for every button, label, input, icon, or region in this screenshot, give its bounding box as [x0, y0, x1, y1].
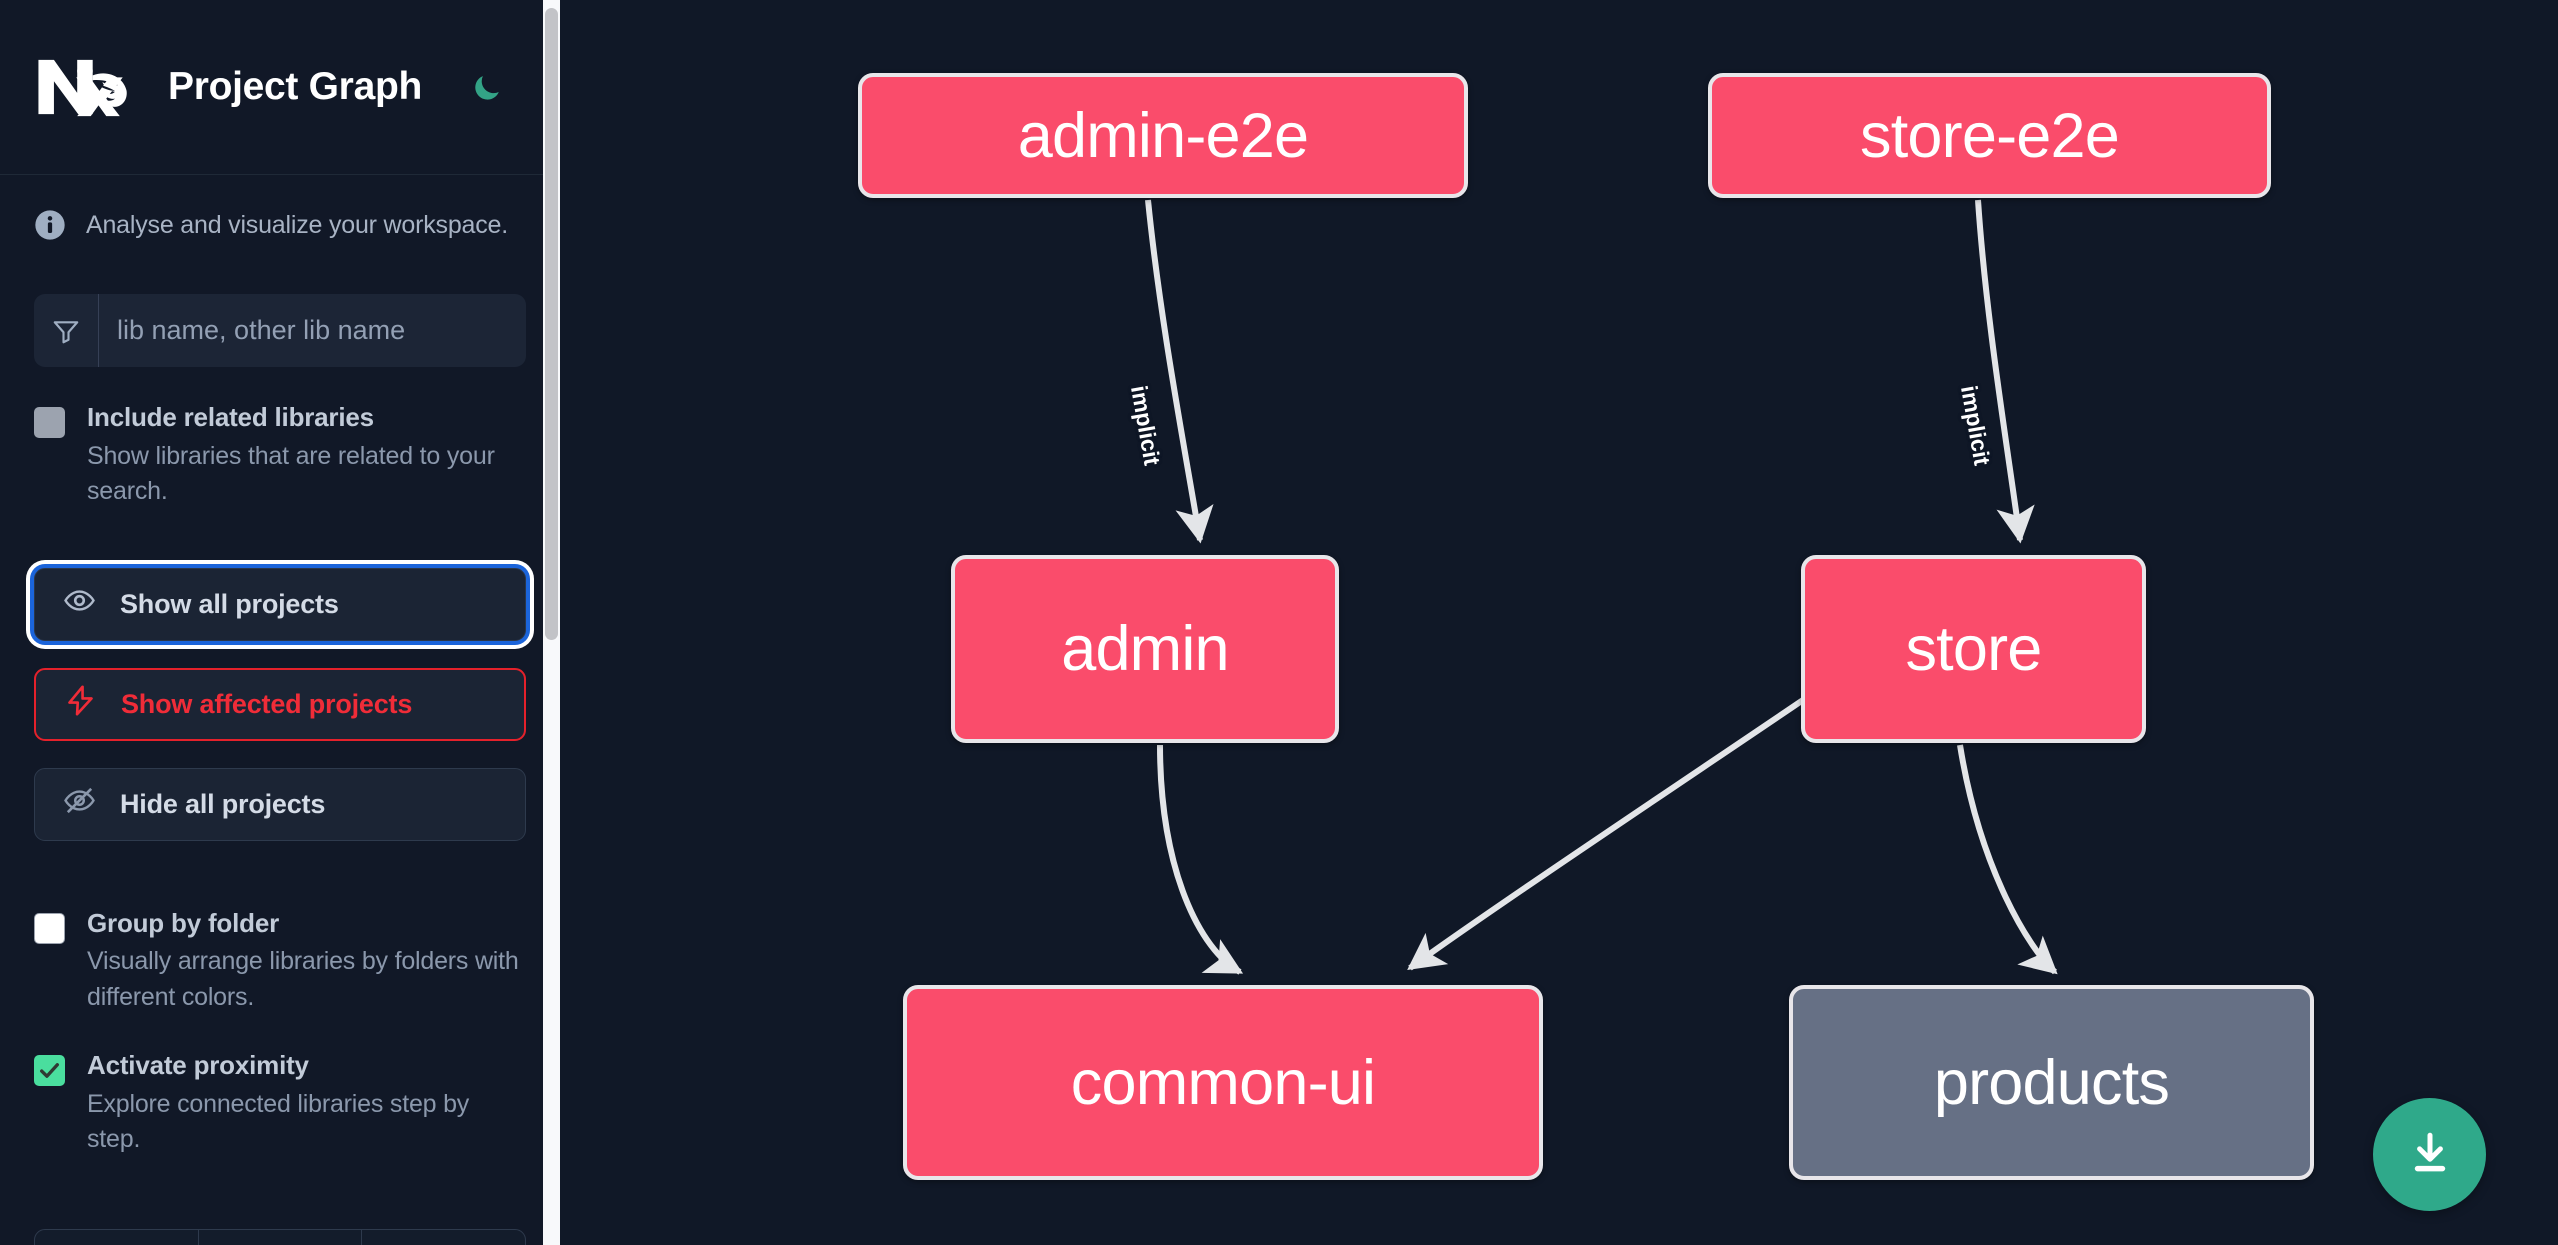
- checkbox-box[interactable]: [34, 1055, 65, 1086]
- edge-store-e2e-store: [1975, 199, 2035, 544]
- lightning-bolt-icon: [64, 684, 97, 724]
- filter-funnel-icon: [34, 294, 99, 367]
- show-affected-projects-label: Show affected projects: [121, 688, 413, 719]
- checkbox-description: Visually arrange libraries by folders wi…: [87, 947, 519, 1011]
- graph-node-label: common-ui: [1070, 1047, 1376, 1118]
- sidebar-header: Project Graph: [0, 0, 560, 175]
- spacer: [34, 841, 526, 873]
- edge-store-common-ui: [1407, 697, 1805, 971]
- show-all-projects-label: Show all projects: [120, 588, 339, 619]
- graph-node-admin[interactable]: admin: [951, 555, 1339, 743]
- check-icon: [40, 1063, 59, 1078]
- download-icon: [2405, 1128, 2455, 1181]
- page-title: Project Graph: [168, 65, 422, 108]
- checkbox-box[interactable]: [34, 912, 65, 944]
- show-affected-projects-button[interactable]: Show affected projects: [34, 667, 526, 741]
- graph-node-common-ui[interactable]: common-ui: [903, 985, 1543, 1180]
- graph-node-label: admin-e2e: [1017, 100, 1309, 171]
- checkbox-label: Activate proximity: [87, 1050, 309, 1080]
- eye-icon: [63, 584, 96, 624]
- hide-all-projects-label: Hide all projects: [120, 788, 326, 819]
- checkbox-activate-proximity[interactable]: Activate proximity Explore connected lib…: [34, 1049, 526, 1158]
- checkbox-label: Group by folder: [87, 907, 280, 938]
- graph-node-admin-e2e[interactable]: admin-e2e: [858, 73, 1468, 198]
- tagline-text: Analyse and visualize your workspace.: [86, 210, 508, 239]
- edge-admin-e2e-admin: [1145, 199, 1214, 544]
- graph-node-label: store-e2e: [1860, 100, 2120, 171]
- edge-label-admin-implicit: implicit: [1125, 383, 1166, 468]
- sidebar-body: Include related libraries Show libraries…: [0, 294, 560, 1158]
- search-input[interactable]: [99, 294, 526, 367]
- sidebar-scrollbar-thumb[interactable]: [545, 8, 558, 640]
- graph-node-store-e2e[interactable]: store-e2e: [1708, 73, 2271, 198]
- checkbox-box[interactable]: [34, 407, 65, 438]
- segment-2[interactable]: [199, 1230, 363, 1245]
- eye-off-icon: [63, 784, 96, 824]
- action-button-group: Show all projects Show affected projects: [34, 567, 526, 841]
- edge-label-store-implicit: implicit: [1955, 383, 1996, 468]
- edge-store-products: [1957, 744, 2058, 975]
- segment-3[interactable]: [362, 1230, 525, 1245]
- checkbox-group-by-folder[interactable]: Group by folder Visually arrange librari…: [34, 907, 526, 1016]
- checkbox-description: Explore connected libraries step by step…: [87, 1089, 470, 1154]
- edge-admin-common-ui: [1157, 744, 1244, 975]
- checkbox-include-related-libraries[interactable]: Include related libraries Show libraries…: [34, 401, 526, 510]
- graph-node-products[interactable]: products: [1789, 985, 2314, 1180]
- segment-1[interactable]: [35, 1230, 199, 1245]
- sidebar-scrollbar[interactable]: [543, 0, 560, 1245]
- graph-node-label: store: [1905, 614, 2042, 684]
- hide-all-projects-button[interactable]: Hide all projects: [34, 767, 526, 841]
- sidebar: Project Graph Analyse and visualize your…: [0, 0, 560, 1245]
- nx-logo-icon: [34, 56, 132, 118]
- graph-node-label: admin: [1061, 614, 1229, 684]
- checkbox-label: Include related libraries: [87, 402, 374, 432]
- search-field[interactable]: [34, 294, 526, 367]
- checkbox-description: Show libraries that are related to your …: [87, 441, 495, 506]
- graph-canvas[interactable]: admin-e2e store-e2e admin store common-u…: [560, 0, 2558, 1245]
- tagline-row: Analyse and visualize your workspace.: [0, 175, 560, 241]
- bottom-segmented-control[interactable]: [34, 1229, 526, 1245]
- moon-icon[interactable]: [464, 64, 510, 110]
- show-all-projects-button[interactable]: Show all projects: [34, 567, 526, 641]
- download-button[interactable]: [2373, 1098, 2486, 1211]
- graph-node-label: products: [1933, 1047, 2170, 1118]
- graph-node-store[interactable]: store: [1801, 555, 2146, 743]
- info-circle-icon: [34, 209, 66, 241]
